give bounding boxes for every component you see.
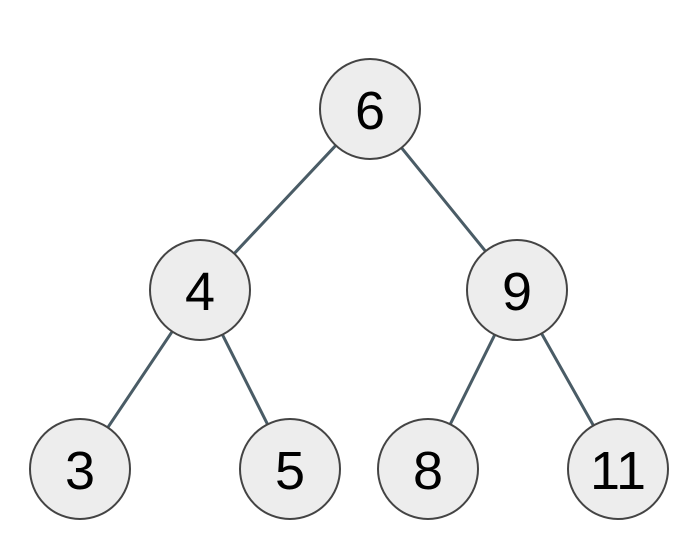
node-circle-3[interactable] <box>29 418 131 520</box>
tree-edge-4-3 <box>106 330 174 429</box>
node-circle-11[interactable] <box>567 418 669 520</box>
node-circle-8[interactable] <box>377 418 479 520</box>
node-label-9: 9 <box>502 262 532 322</box>
tree-edge-4-5 <box>220 333 270 426</box>
node-label-11: 11 <box>590 441 646 501</box>
tree-node-8[interactable]: 8 <box>377 418 479 520</box>
tree-node-5[interactable]: 5 <box>239 418 341 520</box>
tree-node-3[interactable]: 3 <box>29 418 131 520</box>
node-layer: 6 4 9 3 5 8 11 <box>29 58 669 520</box>
tree-edge-6-4 <box>232 143 338 256</box>
node-label-4: 4 <box>185 262 215 322</box>
node-circle-6[interactable] <box>319 58 421 160</box>
tree-edge-9-8 <box>448 333 497 426</box>
node-circle-9[interactable] <box>466 239 568 341</box>
node-label-3: 3 <box>65 441 95 501</box>
edge-layer <box>106 143 595 429</box>
node-label-6: 6 <box>355 81 385 141</box>
node-circle-4[interactable] <box>149 239 251 341</box>
tree-node-9[interactable]: 9 <box>466 239 568 341</box>
node-label-8: 8 <box>413 441 443 501</box>
node-label-5: 5 <box>275 441 305 501</box>
node-circle-5[interactable] <box>239 418 341 520</box>
tree-edge-6-9 <box>400 146 487 253</box>
tree-node-4[interactable]: 4 <box>149 239 251 341</box>
tree-edge-9-11 <box>540 332 595 427</box>
tree-node-6[interactable]: 6 <box>319 58 421 160</box>
tree-node-11[interactable]: 11 <box>567 418 669 520</box>
